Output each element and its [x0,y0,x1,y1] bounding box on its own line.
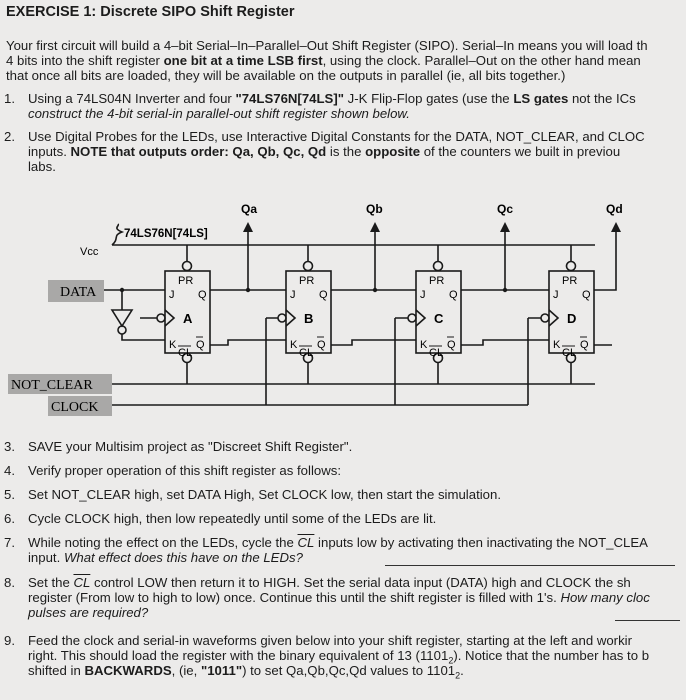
clock-invert-bubble-a [156,313,166,323]
pin-qbar-c: Q [447,339,456,351]
pin-j-c: J [420,289,426,301]
pin-q-d: Q [582,289,591,301]
pin-j-a: J [169,289,175,301]
output-qd-label: Qd [606,202,623,216]
step-8-line-3: pulses are required? [28,605,149,620]
step-1-number: 1. [4,91,15,106]
flipflop-c-name: C [434,311,444,326]
pin-cl-d: CL [562,347,576,359]
pin-qbar-b: Q [317,339,326,351]
intro-line-1: Your first circuit will build a 4–bit Se… [6,38,648,53]
not-clear-label: NOT_CLEAR [11,378,93,393]
step-7-line-2: input. What effect does this have on the… [28,550,303,565]
pin-k-c: K [420,339,428,351]
step-7-number: 7. [4,535,15,550]
clock-input-box [48,396,112,416]
step-3-line-1: SAVE your Multisim project as "Discreet … [28,439,353,454]
flipflop-d-name: D [567,311,576,326]
answer-line-7 [385,565,675,566]
flipflop-b-name: B [304,311,313,326]
pin-cl-a: CL [178,347,192,359]
shift-register-schematic: DATA NOT_CLEAR CLOCK 74LS76N[74LS] Vcc Q… [8,202,623,416]
step-2-line-1: Use Digital Probes for the LEDs, use Int… [28,129,645,144]
output-qa-label: Qa [241,202,257,216]
pin-pr-a: PR [178,275,193,287]
pin-j-d: J [553,289,559,301]
vcc-squiggle [111,223,125,246]
step-1-line-1: Using a 74LS04N Inverter and four "74LS7… [28,91,636,106]
output-qc-label: Qc [497,202,513,216]
inverter-symbol [110,309,134,328]
pin-q-c: Q [449,289,458,301]
step-8-line-1: Set the CL control LOW then return it to… [28,575,631,590]
step-2-number: 2. [4,129,15,144]
data-input-box [48,280,104,302]
intro-line-2: 4 bits into the shift register one bit a… [6,53,641,68]
pin-cl-c: CL [429,347,443,359]
pin-pr-b: PR [299,275,314,287]
chip-label: 74LS76N[74LS] [124,228,208,240]
step-5-number: 5. [4,487,15,502]
step-8-line-2: register (From low to high to low) once.… [28,590,650,605]
pin-pr-c: PR [429,275,444,287]
step-6-line-1: Cycle CLOCK high, then low repeatedly un… [28,511,437,526]
pin-j-b: J [290,289,296,301]
output-qb-label: Qb [366,202,383,216]
clock-label: CLOCK [51,400,98,415]
step-6-number: 6. [4,511,15,526]
not-clear-input-box [8,374,112,394]
step-4-number: 4. [4,463,15,478]
flipflop-a-name: A [183,311,193,326]
step-5-line-1: Set NOT_CLEAR high, set DATA High, Set C… [28,487,501,502]
step-8-number: 8. [4,575,15,590]
pin-cl-b: CL [299,347,313,359]
pin-k-d: K [553,339,561,351]
step-7-line-1: While noting the effect on the LEDs, cyc… [28,535,648,550]
pin-q-b: Q [319,289,328,301]
step-1-line-2: construct the 4-bit serial-in parallel-o… [28,106,410,121]
step-2-line-3: labs. [28,159,56,174]
pin-q-a: Q [198,289,207,301]
answer-line-8 [615,620,680,621]
intro-line-3: that once all bits are loaded, they will… [6,68,566,83]
data-label: DATA [60,285,97,300]
step-9-line-2: right. This should load the register wit… [28,648,650,666]
step-9-number: 9. [4,633,15,648]
pin-qbar-a: Q [196,339,205,351]
step-2-line-2: inputs. NOTE that outputs order: Qa, Qb,… [28,144,621,159]
pin-k-b: K [290,339,298,351]
step-3-number: 3. [4,439,15,454]
step-9-line-3: shifted in BACKWARDS, (ie, "1011") to se… [28,663,464,681]
pin-k-a: K [169,339,177,351]
clock-triangle-a [164,309,176,327]
step-9-line-1: Feed the clock and serial-in waveforms g… [28,633,632,648]
vcc-label: Vcc [80,246,99,258]
pin-pr-d: PR [562,275,577,287]
exercise-title: EXERCISE 1: Discrete SIPO Shift Register [6,4,295,20]
pin-qbar-d: Q [580,339,589,351]
step-4-line-1: Verify proper operation of this shift re… [28,463,341,478]
